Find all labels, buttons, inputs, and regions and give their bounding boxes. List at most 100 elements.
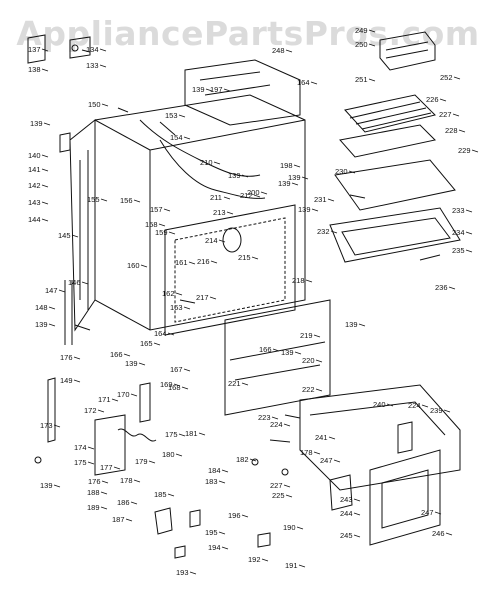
part-number-label: 180: [162, 450, 175, 459]
leader-arrow: [48, 306, 56, 310]
screw: [281, 468, 289, 476]
part-number-label: 168: [168, 383, 181, 392]
part-number-label: 215: [238, 253, 251, 262]
part-number-label: 143: [28, 198, 41, 207]
part-number-label: 186: [117, 498, 130, 507]
leader-arrow: [291, 182, 299, 186]
screw: [251, 458, 259, 466]
part-number-label: 216: [197, 257, 210, 266]
leader-arrow: [448, 286, 456, 290]
leader-arrow: [41, 154, 49, 158]
part-number-label: 219: [300, 331, 313, 340]
part-number-label: 192: [248, 555, 261, 564]
hinge-spring: [117, 428, 157, 442]
part-number-label: 139: [345, 320, 358, 329]
part-number-label: 139: [30, 119, 43, 128]
wire-harness: [139, 119, 261, 177]
leader-arrow: [241, 174, 249, 178]
part-number-label: 230: [335, 167, 348, 176]
part-number-label: 139: [298, 205, 311, 214]
part-number-label: 159: [155, 228, 168, 237]
leader-arrow: [163, 208, 171, 212]
part-number-label: 163: [170, 303, 183, 312]
leader-arrow: [253, 194, 261, 198]
leader-arrow: [218, 531, 226, 535]
part-number-label: 141: [28, 165, 41, 174]
part-number-label: 233: [452, 206, 465, 215]
leader-lines: [74, 49, 441, 443]
leader-arrow: [123, 353, 131, 357]
part-number-label: 164: [297, 78, 310, 87]
part-number-label: 184: [208, 466, 221, 475]
leader-arrow: [100, 491, 108, 495]
leader-arrow: [99, 48, 107, 52]
part-number-label: 144: [28, 215, 41, 224]
part-number-label: 173: [40, 421, 53, 430]
leader-arrow: [261, 558, 269, 562]
part-number-label: 236: [435, 283, 448, 292]
leader-arrow: [175, 292, 183, 296]
part-number-label: 234: [452, 228, 465, 237]
part-number-label: 176: [88, 477, 101, 486]
part-number-label: 145: [58, 231, 71, 240]
leader-arrow: [167, 493, 175, 497]
part-number-label: 174: [74, 443, 87, 452]
leader-arrow: [296, 526, 304, 530]
part-number-label: 198: [280, 161, 293, 170]
bracket-right: [397, 421, 413, 454]
lower-frame-inner: [309, 401, 446, 436]
part-number-label: 138: [28, 65, 41, 74]
leader-arrow: [241, 382, 249, 386]
part-number-label: 248: [272, 46, 285, 55]
bottom-rail: [229, 341, 326, 381]
part-number-label: 197: [210, 85, 223, 94]
leader-arrow: [81, 281, 89, 285]
part-number-label: 148: [35, 303, 48, 312]
leader-arrow: [43, 122, 51, 126]
leader-arrow: [368, 43, 376, 47]
part-number-label: 194: [208, 543, 221, 552]
part-number-label: 153: [165, 111, 178, 120]
part-number-label: 224: [270, 420, 283, 429]
leader-arrow: [353, 534, 361, 538]
part-number-label: 243: [340, 495, 353, 504]
leader-arrow: [458, 129, 466, 133]
leader-arrow: [73, 356, 81, 360]
vertical-rod: [64, 280, 73, 345]
leader-arrow: [452, 113, 460, 117]
part-number-label: 139: [278, 179, 291, 188]
part-number-label: 225: [272, 491, 285, 500]
leader-arrow: [209, 296, 217, 300]
leader-arrow: [218, 239, 226, 243]
leader-arrow: [313, 451, 321, 455]
leader-arrow: [443, 409, 451, 413]
part-number-label: 165: [140, 339, 153, 348]
leader-arrow: [311, 208, 319, 212]
leader-arrow: [221, 546, 229, 550]
part-number-label: 179: [135, 457, 148, 466]
broil-pan-inner: [341, 217, 451, 256]
leader-arrow: [285, 494, 293, 498]
part-number-label: 213: [213, 208, 226, 217]
part-number-label: 166: [259, 345, 272, 354]
leader-arrow: [348, 170, 356, 174]
switch-part: [257, 532, 271, 548]
part-number-label: 221: [228, 379, 241, 388]
leader-arrow: [41, 48, 49, 52]
leader-arrow: [87, 461, 95, 465]
part-number-label: 210: [200, 158, 213, 167]
parts-line-drawing: [27, 31, 461, 559]
leader-arrow: [87, 446, 95, 450]
leader-arrow: [198, 432, 206, 436]
leader-arrow: [188, 261, 196, 265]
part-number-label: 137: [28, 45, 41, 54]
lower-frame: [299, 384, 461, 491]
wire-harness-2: [159, 139, 266, 199]
part-number-label: 139: [228, 171, 241, 180]
leader-arrow: [41, 201, 49, 205]
leader-arrow: [101, 103, 109, 107]
leader-arrow: [310, 81, 318, 85]
leader-arrow: [101, 480, 109, 484]
leader-arrow: [181, 386, 189, 390]
